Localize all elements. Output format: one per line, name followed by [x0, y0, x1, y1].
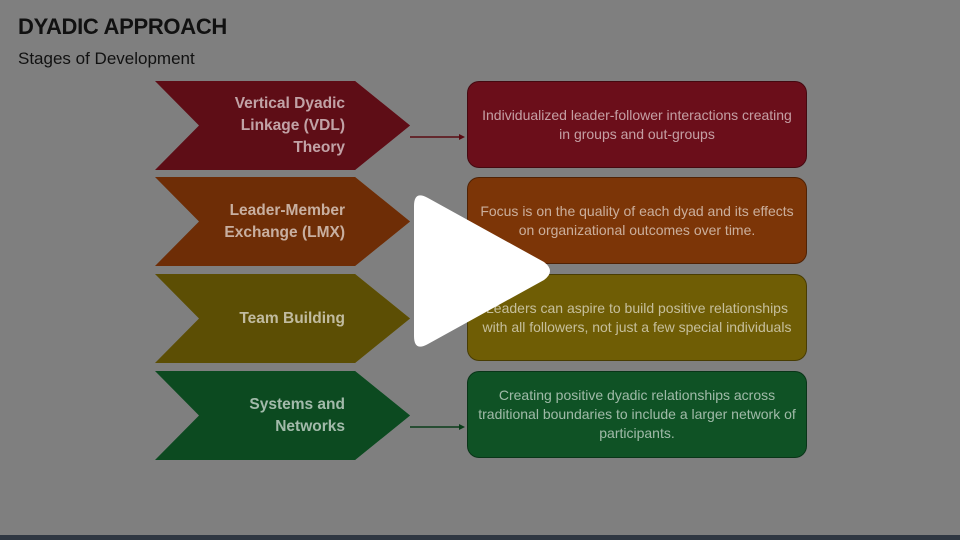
stage-chevron: [155, 81, 410, 170]
stage-chevron: [155, 274, 410, 363]
stage-chevron: [155, 177, 410, 266]
stage-description-box: Focus is on the quality of each dyad and…: [467, 177, 807, 264]
stage-description-box: Creating positive dyadic relationships a…: [467, 371, 807, 458]
stage-label: Leader-Member Exchange (LMX): [224, 201, 345, 241]
stage-label: Team Building: [239, 309, 345, 327]
chevron-body: [155, 371, 410, 460]
page-subtitle: Stages of Development: [18, 49, 195, 68]
chevron-body: [155, 177, 410, 266]
stage-row: Leader-Member Exchange (LMX) Focus is on…: [155, 177, 810, 266]
bottom-bar: [0, 535, 960, 540]
connector-arrow: [410, 415, 465, 430]
stage-description-box: Individualized leader-follower interacti…: [467, 81, 807, 168]
stage-label: Systems and Networks: [249, 395, 345, 435]
chevron-body: [155, 274, 410, 363]
stage-label: Vertical Dyadic Linkage (VDL) Theory: [234, 94, 345, 156]
stage-row: Vertical Dyadic Linkage (VDL) Theory Ind…: [155, 81, 810, 170]
stage-row: Systems and Networks Creating positive d…: [155, 371, 810, 460]
page-title: DYADIC APPROACH: [18, 14, 228, 39]
stage-chevron: [155, 371, 410, 460]
connector-arrow: [410, 125, 465, 140]
chevron-body: [155, 81, 410, 170]
play-icon[interactable]: [410, 192, 552, 350]
